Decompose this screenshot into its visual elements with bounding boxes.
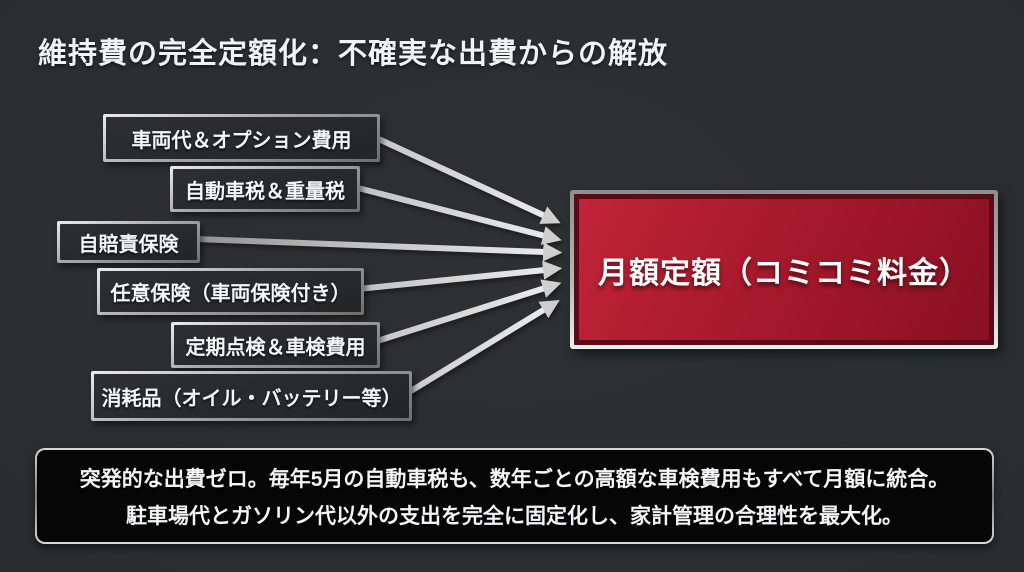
cost-box-label: 自動車税＆重量税	[185, 180, 345, 203]
arrow-inspection	[373, 279, 562, 345]
cost-box-label: 自賠責保険	[78, 233, 179, 256]
arrow-vehicle-cost	[370, 133, 561, 224]
cost-box-liability-insurance: 自賠責保険	[57, 221, 200, 263]
footer-line-2: 駐車場代とガソリン代以外の支出を完全に固定化し、家計管理の合理性を最大化。	[126, 504, 903, 528]
cost-box-inner: 消耗品（オイル・バッテリー等）	[94, 374, 409, 418]
footer-note-inner: 突発的な出費ゼロ。毎年5月の自動車税も、数年ごとの高額な車検費用もすべて月額に統…	[37, 450, 992, 542]
cost-box-label: 消耗品（オイル・バッテリー等）	[101, 387, 402, 410]
cost-box-vehicle-cost: 車両代＆オプション費用	[103, 114, 380, 162]
arrow-auto-tax	[353, 184, 562, 245]
cost-box-inner: 自賠責保険	[60, 224, 197, 260]
arrow-consumables	[404, 299, 560, 397]
result-box-fill: 月額定額（コミコミ料金）	[579, 199, 989, 340]
arrow-liability-insurance	[193, 236, 563, 262]
cost-box-optional-insurance: 任意保険（車両保険付き）	[97, 268, 364, 315]
arrow-optional-insurance	[357, 260, 563, 292]
cost-box-label: 車両代＆オプション費用	[131, 129, 352, 152]
cost-box-label: 任意保険（車両保険付き）	[110, 283, 351, 305]
result-box-frame: 月額定額（コミコミ料金）	[574, 194, 994, 345]
cost-box-label: 定期点検＆車検費用	[185, 336, 366, 359]
cost-box-inner: 定期点検＆車検費用	[174, 325, 377, 365]
footer-note: 突発的な出費ゼロ。毎年5月の自動車税も、数年ごとの高額な車検費用もすべて月額に統…	[35, 448, 994, 544]
cost-box-consumables: 消耗品（オイル・バッテリー等）	[91, 371, 412, 421]
result-box: 月額定額（コミコミ料金）	[570, 190, 998, 349]
slide-title: 維持費の完全定額化：不確実な出費からの解放	[38, 38, 669, 70]
cost-box-inner: 自動車税＆重量税	[173, 169, 357, 209]
footer-line-1: 突発的な出費ゼロ。毎年5月の自動車税も、数年ごとの高額な車検費用もすべて月額に統…	[79, 467, 950, 491]
cost-box-inner: 任意保険（車両保険付き）	[100, 271, 361, 312]
result-box-label: 月額定額（コミコミ料金）	[598, 256, 970, 290]
cost-box-auto-tax: 自動車税＆重量税	[170, 166, 360, 212]
cost-box-inspection: 定期点検＆車検費用	[171, 322, 380, 368]
cost-box-inner: 車両代＆オプション費用	[106, 117, 377, 159]
